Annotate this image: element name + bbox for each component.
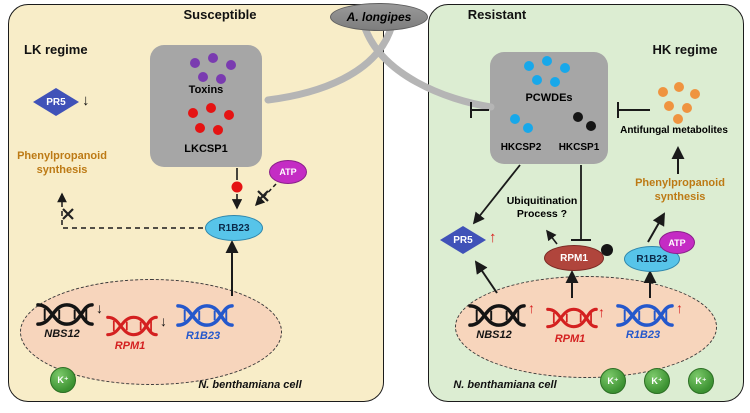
ubiquitination-line1: Ubiquitination bbox=[506, 195, 578, 207]
r1b23-protein-left: R1B23 bbox=[205, 215, 263, 241]
hkcsp2-label: HKCSP2 bbox=[500, 142, 542, 153]
r1b23-dna-helix-icon bbox=[176, 302, 234, 329]
atp-left: ATP bbox=[269, 160, 307, 184]
r1b23-label-right: R1B23 bbox=[636, 253, 668, 265]
rpm1-gene-label-left: RPM1 bbox=[114, 340, 146, 352]
atp-label-right: ATP bbox=[668, 237, 686, 248]
resistant-title: Resistant bbox=[467, 7, 527, 22]
resistant-nucleus bbox=[455, 276, 717, 378]
r1b23-trend-right: ↑ bbox=[676, 300, 683, 316]
potassium-ion-left: K⁺ bbox=[50, 367, 76, 393]
r1b23-gene-label-right: R1B23 bbox=[625, 329, 661, 341]
rpm1-gene-label-right: RPM1 bbox=[554, 333, 586, 345]
toxins-label: Toxins bbox=[188, 84, 224, 96]
pr5-trend-left: ↓ bbox=[82, 92, 90, 109]
nbs12-gene-label-left: NBS12 bbox=[44, 328, 80, 340]
potassium-ion-right-1: K⁺ bbox=[600, 368, 626, 394]
phenylpropanoid-synthesis-right: Phenylpropanoid synthesis bbox=[628, 177, 732, 205]
phenylpropanoid-line1-right: Phenylpropanoid bbox=[635, 177, 725, 189]
antifungal-metabolites-label: Antifungal metabolites bbox=[620, 125, 728, 136]
potassium-label-1: K⁺ bbox=[607, 375, 619, 386]
r1b23-dna-helix-icon-right bbox=[616, 302, 674, 329]
cell-label-left: N. benthamiana cell bbox=[198, 379, 302, 391]
atp-label-left: ATP bbox=[279, 167, 297, 177]
rpm1-dna-helix-icon bbox=[106, 314, 158, 338]
phenylpropanoid-line2-right: synthesis bbox=[654, 190, 706, 203]
rpm1-trend-right: ↑ bbox=[598, 304, 605, 320]
potassium-label-2: K⁺ bbox=[651, 375, 663, 386]
potassium-ion-right-3: K⁺ bbox=[688, 368, 714, 394]
nbs12-dna-helix-icon-right bbox=[468, 302, 526, 329]
pr5-label-left: PR5 bbox=[46, 96, 66, 108]
r1b23-gene-label-left: R1B23 bbox=[185, 330, 221, 342]
lkcsp1-label: LKCSP1 bbox=[184, 143, 228, 155]
ubiquitination-line2: Process ? bbox=[516, 208, 568, 221]
hkcsp1-label: HKCSP1 bbox=[558, 142, 600, 153]
pcwde-secretion-box bbox=[490, 52, 608, 164]
rpm1-label-right: RPM1 bbox=[560, 252, 588, 264]
nbs12-trend-left: ↓ bbox=[96, 300, 103, 316]
nbs12-dna-helix-icon bbox=[36, 301, 94, 328]
potassium-label: K⁺ bbox=[57, 374, 69, 385]
phenylpropanoid-synthesis-left: Phenylpropanoid synthesis bbox=[10, 150, 114, 178]
pcwdes-label: PCWDEs bbox=[525, 92, 573, 104]
rpm1-trend-left: ↓ bbox=[160, 313, 167, 329]
pathogen-node: A. longipes bbox=[330, 3, 428, 31]
nbs12-gene-label-right: NBS12 bbox=[476, 329, 512, 341]
pr5-label-right: PR5 bbox=[453, 234, 473, 246]
cell-label-right: N. benthamiana cell bbox=[453, 379, 557, 391]
potassium-label-3: K⁺ bbox=[695, 375, 707, 386]
hk-regime-label: HK regime bbox=[652, 42, 718, 57]
rpm1-protein-right: RPM1 bbox=[544, 245, 604, 271]
lk-regime-label: LK regime bbox=[24, 42, 88, 57]
r1b23-label-left: R1B23 bbox=[218, 222, 250, 234]
nbs12-trend-right: ↑ bbox=[528, 300, 535, 316]
potassium-ion-right-2: K⁺ bbox=[644, 368, 670, 394]
atp-right: ATP bbox=[659, 231, 695, 254]
pathogen-name: A. longipes bbox=[346, 10, 412, 24]
ubiquitination-process-label: Ubiquitination Process ? bbox=[498, 195, 586, 221]
pr5-trend-right: ↑ bbox=[489, 229, 497, 246]
phenylpropanoid-line1-left: Phenylpropanoid bbox=[17, 150, 107, 162]
susceptible-title: Susceptible bbox=[183, 7, 257, 22]
rpm1-dna-helix-icon-right bbox=[546, 306, 598, 330]
phenylpropanoid-line2-left: synthesis bbox=[36, 163, 88, 176]
